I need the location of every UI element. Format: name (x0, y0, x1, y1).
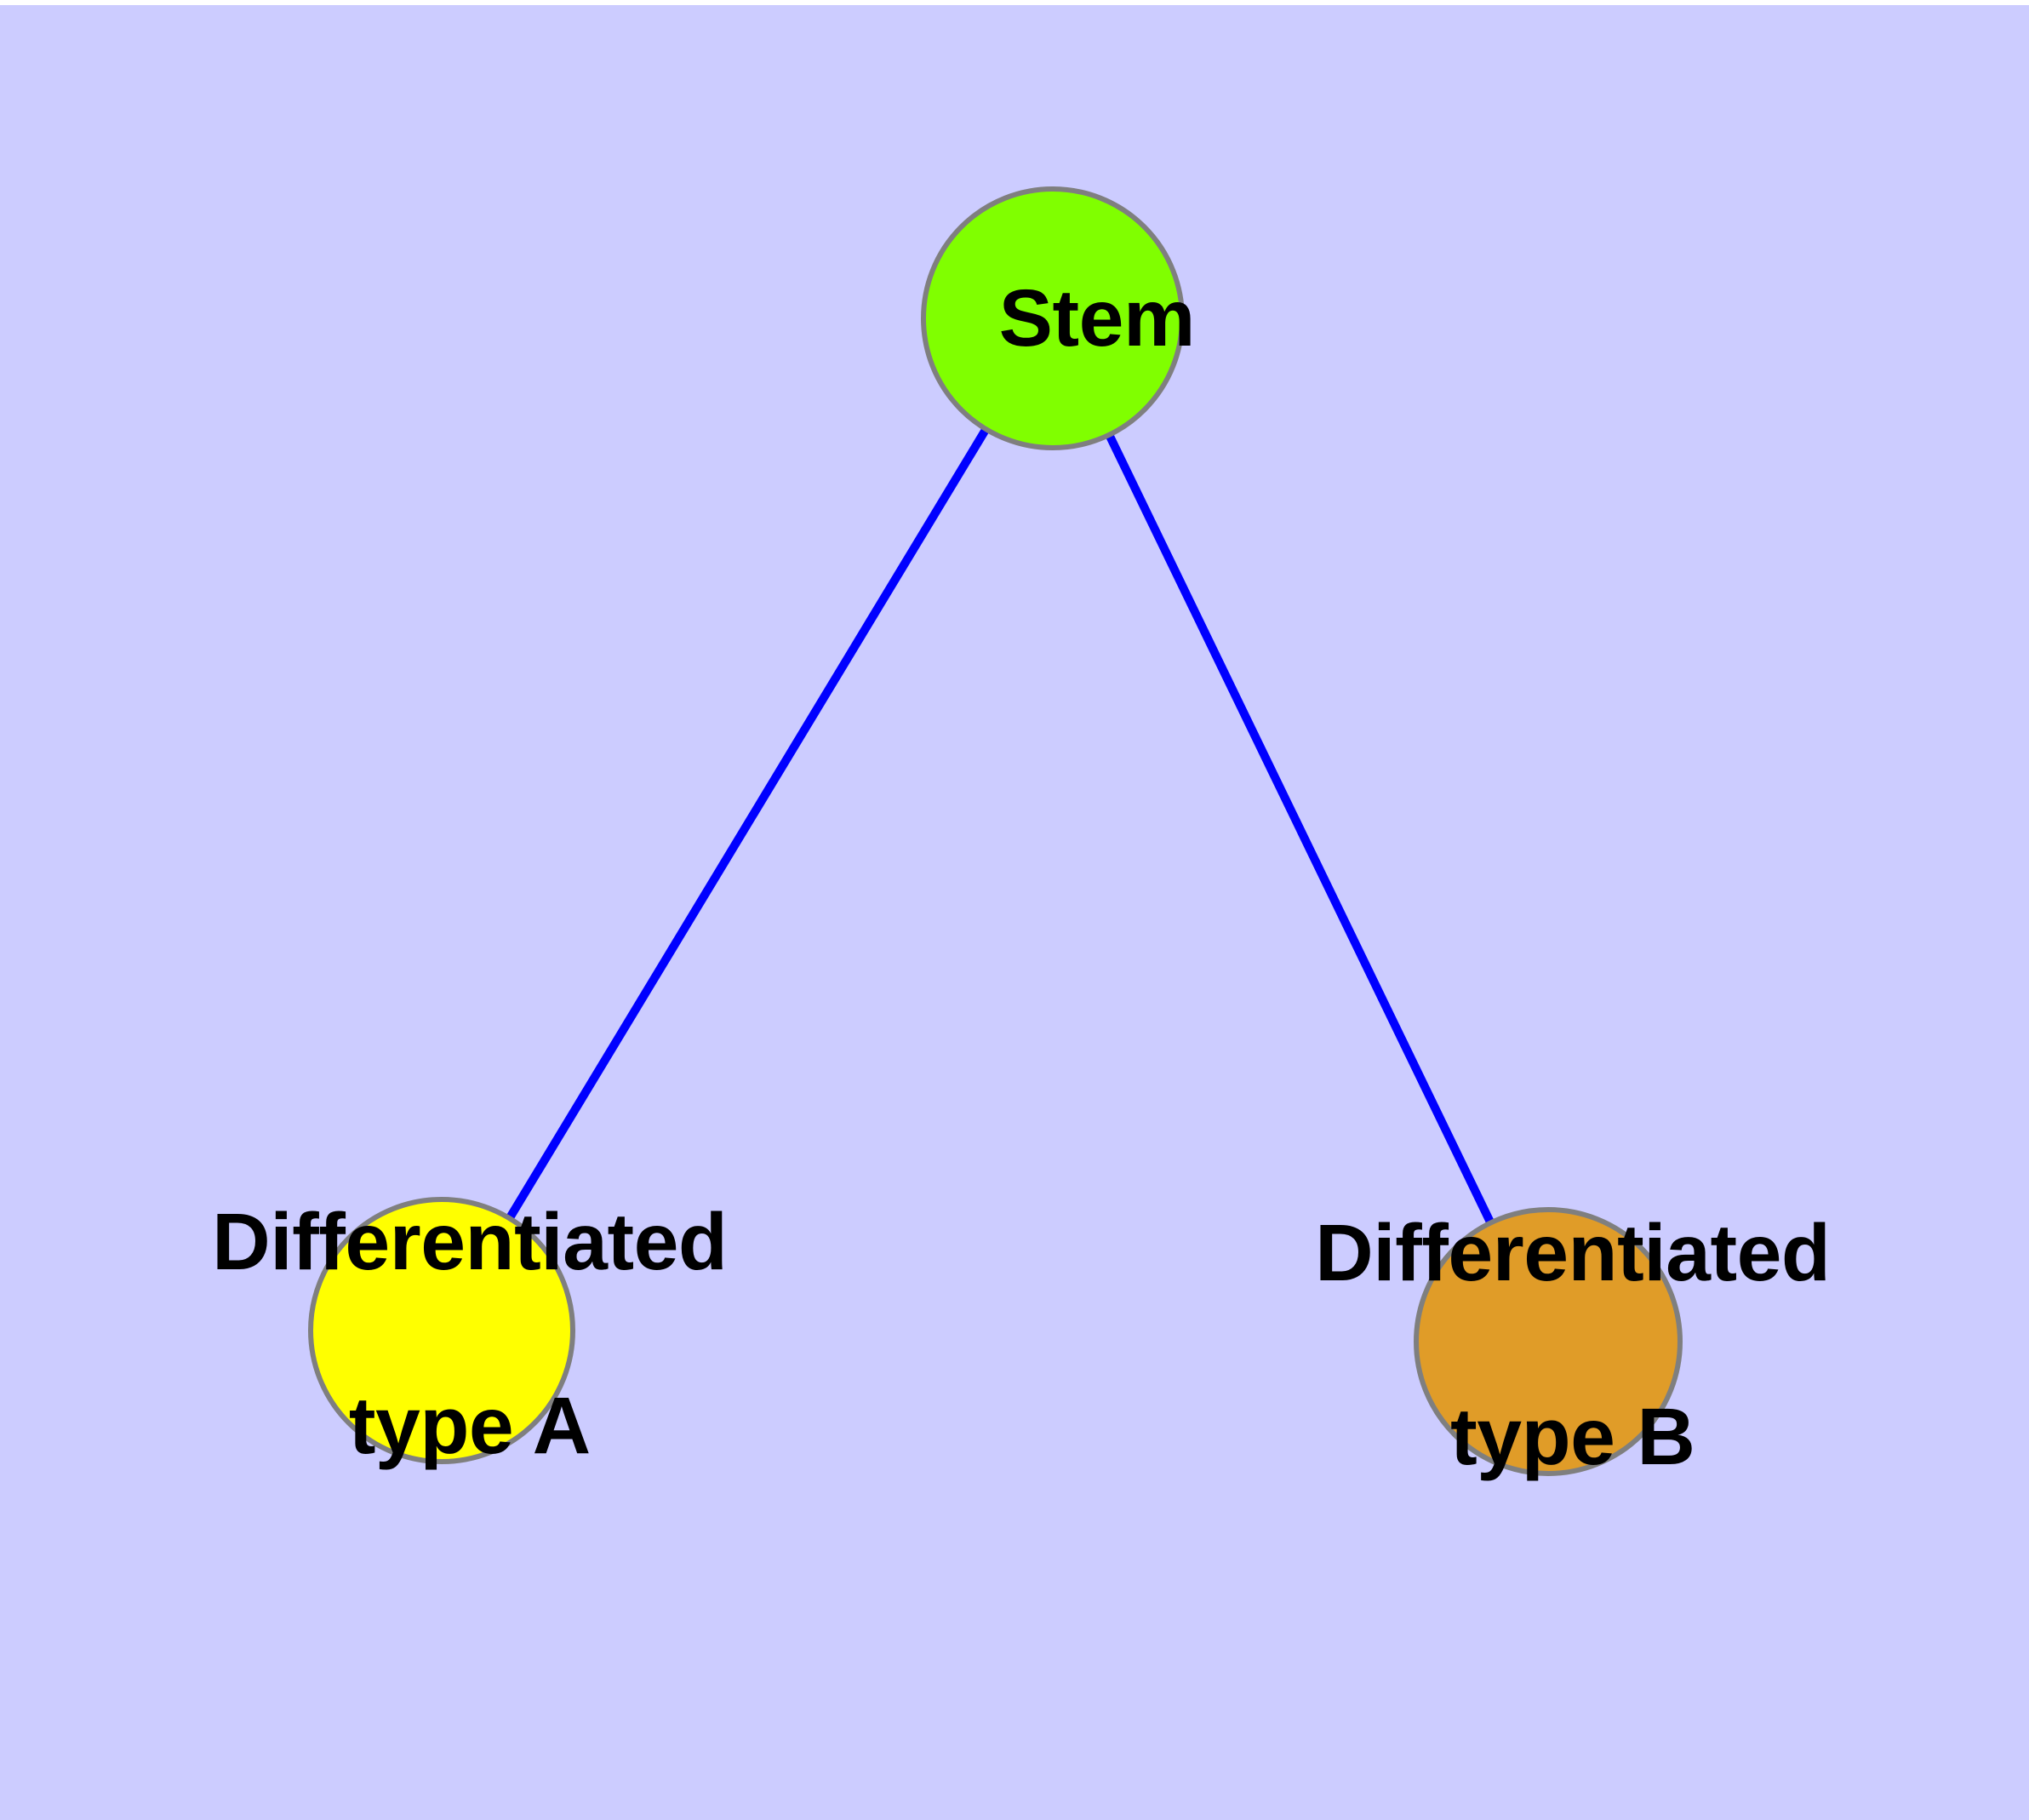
node-layer (308, 186, 1683, 1476)
node-stem[interactable] (921, 186, 1185, 450)
edge-stem-to-differentiated-type-a[interactable] (437, 316, 1057, 1333)
node-differentiated-type-a[interactable] (308, 1197, 575, 1464)
edge-stem-to-differentiated-type-b[interactable] (1049, 316, 1552, 1344)
canvas-top-margin (0, 0, 2029, 5)
edge-layer (437, 316, 1552, 1344)
node-differentiated-type-b[interactable] (1414, 1207, 1683, 1476)
